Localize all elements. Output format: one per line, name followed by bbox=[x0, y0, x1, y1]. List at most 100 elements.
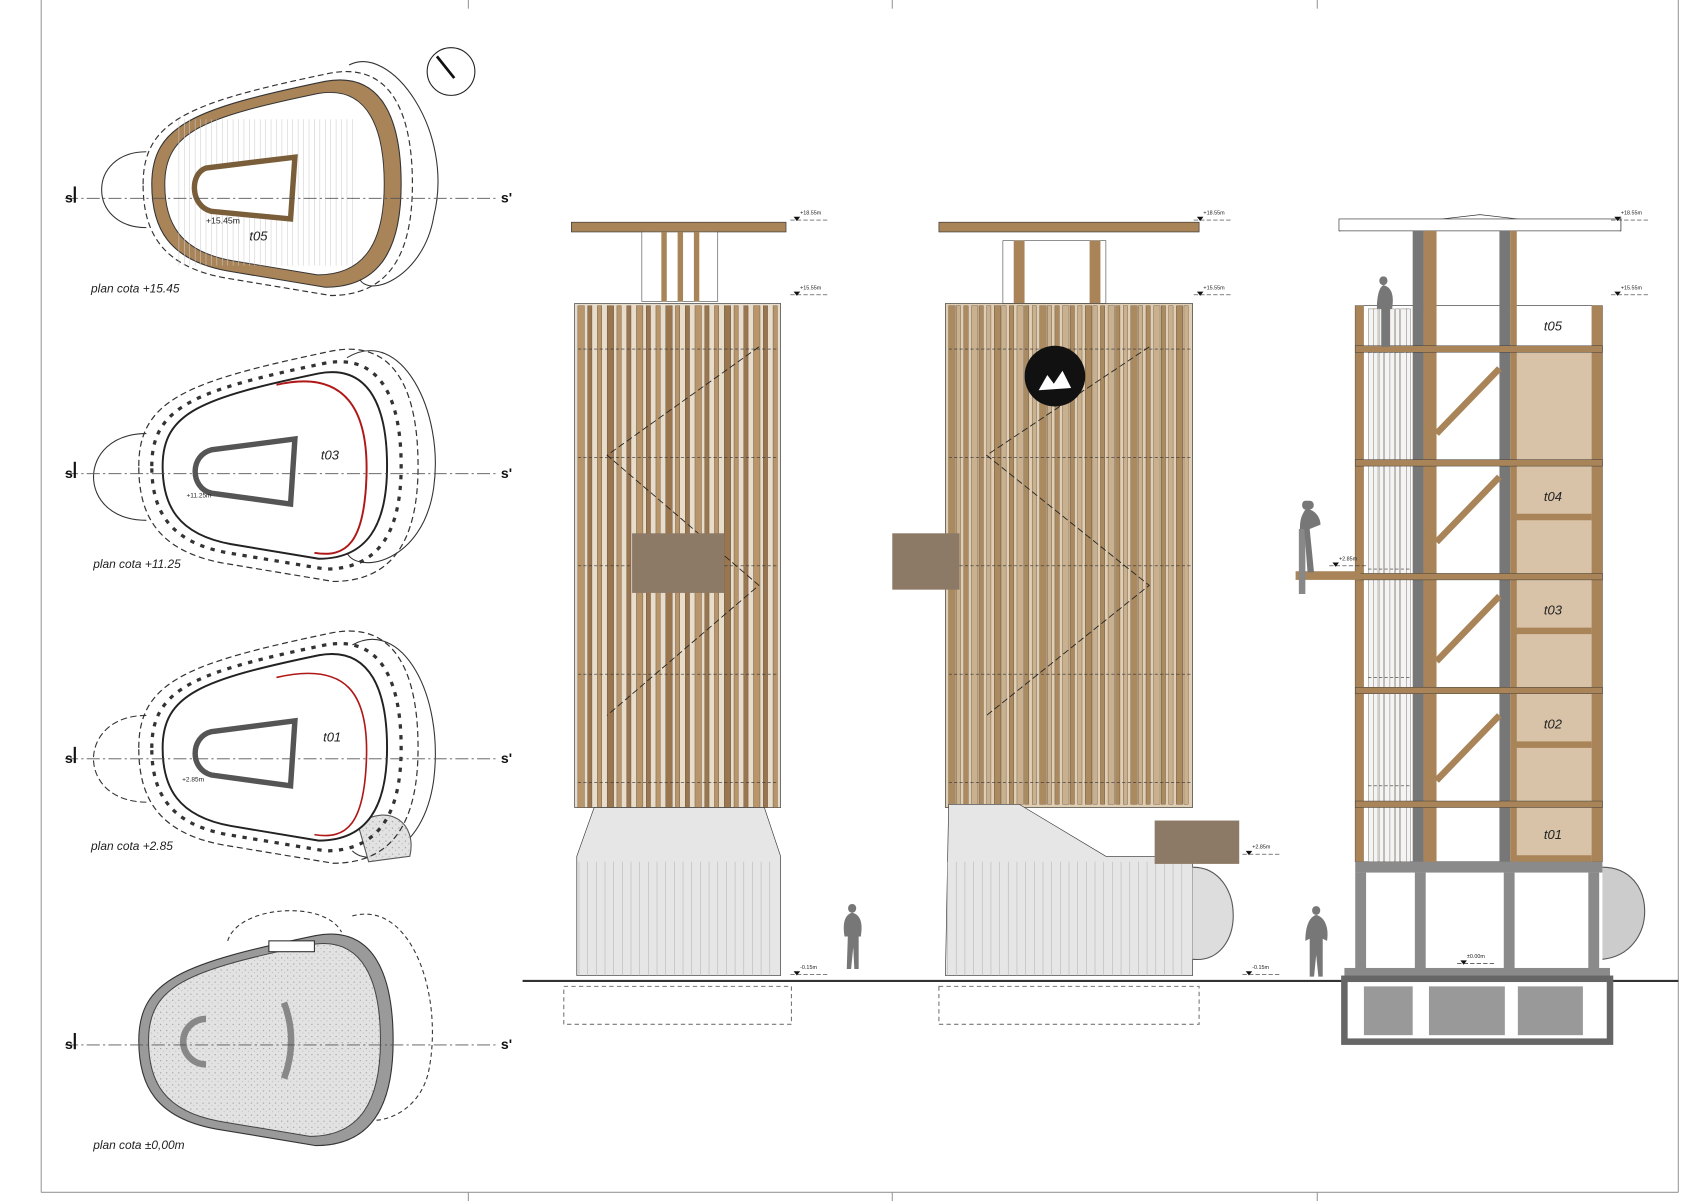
facade-slat bbox=[1130, 305, 1138, 805]
facade-slat bbox=[1016, 305, 1024, 805]
room-label: t03 bbox=[1544, 603, 1563, 618]
level-marker: +11.25m bbox=[186, 493, 211, 500]
level-marker: +2.85m bbox=[182, 777, 204, 784]
plan-level-0-00: s s' plan cota ±0,00m bbox=[65, 910, 512, 1152]
level-marker-icon bbox=[793, 971, 801, 976]
facade-slat bbox=[1100, 305, 1105, 805]
section-marker-left: s bbox=[65, 1036, 73, 1052]
plan-label: plan cota ±0,00m bbox=[92, 1138, 184, 1152]
facade-slat bbox=[1395, 308, 1400, 862]
facade-slat bbox=[616, 305, 622, 808]
stair-line bbox=[606, 346, 760, 716]
plan-label: plan cota +2.85 bbox=[90, 839, 173, 853]
facade-slat bbox=[587, 305, 593, 808]
plan-label: plan cota +15.45 bbox=[90, 282, 180, 296]
stair-flight bbox=[1434, 593, 1502, 664]
level-label: +18.55m bbox=[1621, 211, 1643, 217]
elevation-east bbox=[892, 221, 1240, 1025]
facade-slat bbox=[1069, 305, 1075, 805]
facade-slat bbox=[971, 305, 979, 805]
room-label: t01 bbox=[1544, 827, 1562, 842]
facade-slat bbox=[1115, 305, 1121, 805]
stair-flight bbox=[1434, 366, 1502, 436]
level-marker-icon bbox=[1460, 960, 1467, 965]
floor-slab bbox=[1355, 686, 1603, 694]
room-label: t05 bbox=[249, 229, 268, 244]
facade-slat bbox=[743, 305, 749, 808]
level-marker-icon bbox=[1614, 216, 1621, 222]
floor-slab bbox=[1355, 800, 1603, 808]
facade-slat bbox=[978, 305, 984, 805]
level-label: +2.85m bbox=[1339, 556, 1358, 562]
level-marker-icon bbox=[1614, 291, 1621, 296]
human-silhouette-icon bbox=[1305, 906, 1328, 977]
facade-slat bbox=[1031, 305, 1037, 805]
facade-slat bbox=[1054, 305, 1060, 805]
level-label: +15.55m bbox=[800, 285, 822, 291]
level-label: -0.15m bbox=[800, 965, 817, 971]
room-label: t05 bbox=[1544, 319, 1563, 334]
section-marker-right: s' bbox=[501, 1036, 512, 1052]
section-marker-right: s' bbox=[501, 190, 512, 206]
section-marker-right: s' bbox=[501, 465, 512, 481]
facade-slat bbox=[986, 305, 992, 805]
facade-slat bbox=[1077, 305, 1083, 805]
facade-slat bbox=[1153, 305, 1161, 805]
level-label: +2.85m bbox=[1252, 845, 1271, 851]
human-silhouette-icon bbox=[1376, 276, 1393, 347]
floor-slab bbox=[1355, 573, 1603, 581]
floor-slab bbox=[1355, 345, 1603, 353]
level-label: +18.55m bbox=[800, 211, 822, 217]
room-label: t01 bbox=[323, 729, 341, 744]
human-silhouette-icon bbox=[1299, 500, 1321, 573]
level-marker-icon bbox=[1196, 291, 1204, 296]
facade-slat bbox=[1406, 308, 1411, 862]
level-marker: +15.45m bbox=[206, 215, 240, 225]
stair-flight bbox=[1434, 474, 1502, 545]
section-marker-left: s bbox=[65, 750, 73, 766]
level-label: +15.55m bbox=[1203, 285, 1225, 291]
facade-slat bbox=[1001, 305, 1007, 805]
facade-slat bbox=[1047, 305, 1052, 805]
room-label: t04 bbox=[1544, 489, 1562, 504]
section-marker-left: s bbox=[65, 465, 73, 481]
facade-slat bbox=[626, 305, 632, 808]
facade-slat bbox=[1024, 305, 1030, 805]
facade-slat bbox=[1138, 305, 1143, 805]
plan-level-11-25: s s' +11.25m t03 plan cota +11.25 bbox=[65, 348, 512, 583]
facade-slat bbox=[763, 305, 768, 808]
level-label: +18.55m bbox=[1203, 211, 1225, 217]
level-label: ±0.00m bbox=[1467, 954, 1485, 960]
plan-level-2-85: s s' +2.85m t01 plan cota +2.85 bbox=[65, 630, 512, 864]
facade-slat bbox=[1168, 305, 1174, 805]
facade-slat bbox=[1085, 305, 1092, 805]
plan-level-15-45: s s' +15.45m t05 plan cota +15.45 bbox=[65, 61, 512, 297]
level-marker-icon bbox=[1245, 971, 1253, 976]
facade-slat bbox=[1389, 308, 1395, 862]
plan-label: plan cota +11.25 bbox=[92, 557, 181, 571]
facade-slat bbox=[1039, 305, 1047, 805]
facade-slat bbox=[963, 305, 969, 805]
facade-slat bbox=[1373, 308, 1379, 862]
facade-slat bbox=[1123, 305, 1128, 805]
facade-slat bbox=[994, 305, 1001, 805]
room-label: t03 bbox=[321, 448, 340, 463]
level-marker-icon bbox=[793, 291, 801, 296]
facade-slat bbox=[1062, 305, 1070, 805]
facade-slat bbox=[1160, 305, 1166, 805]
level-marker-icon bbox=[1332, 562, 1339, 567]
level-label: -0.15m bbox=[1252, 965, 1269, 971]
sheet-frame bbox=[40, 0, 1679, 1201]
section-marker-right: s' bbox=[501, 750, 512, 766]
stair-flight bbox=[1434, 713, 1502, 783]
elevation-west bbox=[563, 221, 862, 1025]
floor-slab bbox=[1355, 459, 1603, 467]
facade-slat bbox=[733, 305, 739, 808]
section-marker-left: s bbox=[65, 190, 73, 206]
facade-slat bbox=[1145, 305, 1151, 805]
facade-slat bbox=[1176, 305, 1184, 805]
facade-slat bbox=[1378, 308, 1384, 862]
facade-slat bbox=[606, 305, 614, 808]
